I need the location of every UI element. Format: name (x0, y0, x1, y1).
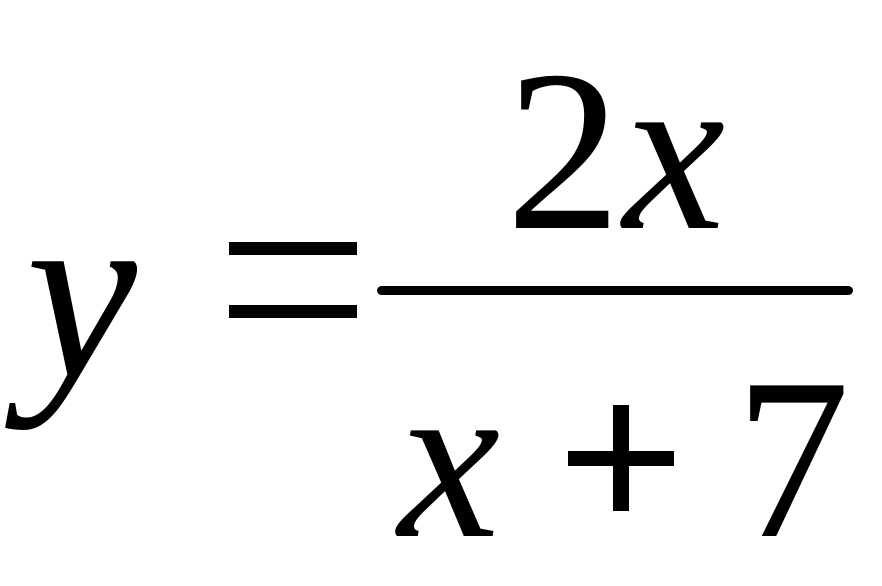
fraction-bar (377, 286, 853, 295)
math-formula: y 2 x x 7 (26, 23, 853, 574)
denominator-variable-x: x (398, 331, 501, 586)
lhs-variable-y: y (26, 154, 137, 431)
plus-vertical-stroke (613, 405, 629, 511)
equals-bar-bottom (229, 305, 357, 318)
numerator-variable-x: x (623, 23, 726, 278)
denominator-constant: 7 (735, 331, 850, 586)
equals-bar-top (229, 242, 357, 255)
numerator-coefficient: 2 (506, 23, 621, 278)
